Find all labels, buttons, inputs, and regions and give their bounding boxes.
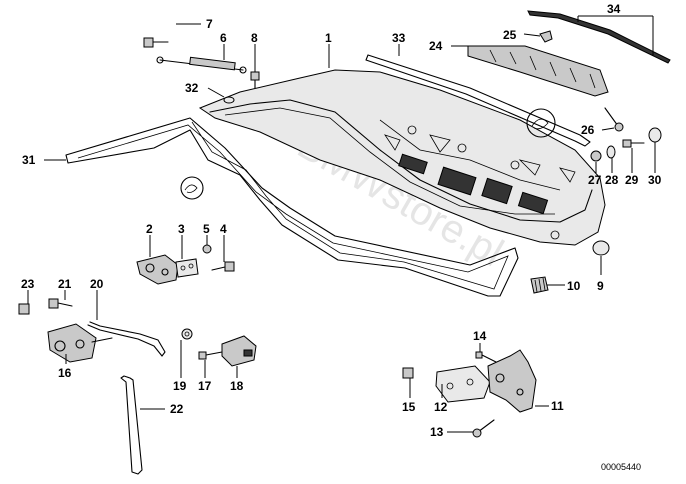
diagram-id: 00005440 bbox=[601, 462, 641, 472]
buffer-9-drawing bbox=[592, 240, 610, 256]
spoiler-strip-drawing bbox=[527, 10, 671, 64]
part-label-6: 6 bbox=[220, 31, 227, 45]
part-label-15: 15 bbox=[402, 400, 416, 414]
part-labels: 1 2 3 4 5 6 7 8 9 10 11 12 13 14 15 16 1… bbox=[21, 2, 662, 439]
screw-14-drawing bbox=[475, 351, 497, 363]
clip-25-drawing bbox=[539, 30, 553, 43]
part-label-9: 9 bbox=[597, 279, 604, 293]
part-label-22: 22 bbox=[170, 402, 184, 416]
part-label-13: 13 bbox=[430, 425, 444, 439]
part-label-34: 34 bbox=[607, 2, 621, 16]
part-label-10: 10 bbox=[567, 279, 581, 293]
lock-16-drawing bbox=[47, 323, 113, 363]
bump-stop-10-drawing bbox=[530, 276, 549, 294]
part-label-20: 20 bbox=[90, 277, 104, 291]
brake-light-drawing bbox=[467, 45, 609, 97]
plate-3-drawing bbox=[175, 258, 199, 278]
trunk-seal-drawing bbox=[65, 117, 519, 297]
trunk-lid-drawing bbox=[198, 69, 606, 246]
part-label-7: 7 bbox=[206, 17, 213, 31]
plate-12-drawing bbox=[435, 365, 491, 403]
part-label-27: 27 bbox=[588, 173, 602, 187]
cable-22-drawing bbox=[120, 375, 143, 475]
part-label-17: 17 bbox=[198, 379, 212, 393]
part-label-18: 18 bbox=[230, 379, 244, 393]
part-label-33: 33 bbox=[392, 31, 406, 45]
lock-2-drawing bbox=[136, 254, 179, 285]
screw-4-drawing bbox=[211, 261, 235, 272]
part-label-31: 31 bbox=[22, 153, 36, 167]
part-label-14: 14 bbox=[473, 329, 487, 343]
leader-lines bbox=[27, 15, 656, 433]
nut-5-drawing bbox=[202, 244, 212, 254]
gas-spring-drawing bbox=[156, 56, 247, 74]
screw-26-drawing bbox=[604, 107, 624, 132]
screw-29-drawing bbox=[622, 139, 645, 148]
part-label-2: 2 bbox=[146, 222, 153, 236]
part-label-26: 26 bbox=[581, 123, 595, 137]
strip-33-drawing bbox=[365, 54, 591, 147]
part-label-29: 29 bbox=[625, 173, 639, 187]
rod-20-drawing bbox=[87, 321, 166, 357]
bolt-21-drawing bbox=[48, 298, 73, 309]
clip-19-drawing bbox=[181, 328, 193, 340]
screw-15-drawing bbox=[402, 367, 414, 379]
part-label-12: 12 bbox=[434, 400, 448, 414]
part-label-1: 1 bbox=[325, 31, 332, 45]
part-label-16: 16 bbox=[58, 366, 72, 380]
screw-23-drawing bbox=[18, 303, 30, 315]
part-label-8: 8 bbox=[251, 31, 258, 45]
screw-13-drawing bbox=[472, 419, 495, 438]
part-label-30: 30 bbox=[648, 173, 662, 187]
part-label-28: 28 bbox=[605, 173, 619, 187]
washer-28-drawing bbox=[606, 145, 616, 159]
screw-17-drawing bbox=[198, 351, 223, 360]
part-label-4: 4 bbox=[220, 222, 227, 236]
grommet-30-drawing bbox=[648, 127, 662, 143]
part-label-3: 3 bbox=[178, 222, 185, 236]
motor-18-drawing bbox=[221, 335, 257, 367]
part-label-25: 25 bbox=[503, 28, 517, 42]
part-label-24: 24 bbox=[429, 39, 443, 53]
part-label-11: 11 bbox=[551, 399, 564, 413]
bolt-7-drawing bbox=[143, 37, 169, 48]
bolt-8-drawing bbox=[250, 71, 260, 89]
cap-32-drawing bbox=[223, 96, 235, 104]
part-label-32: 32 bbox=[185, 81, 199, 95]
nut-27-drawing bbox=[590, 150, 602, 162]
part-label-21: 21 bbox=[58, 277, 72, 291]
part-label-5: 5 bbox=[203, 222, 210, 236]
part-label-23: 23 bbox=[21, 277, 35, 291]
part-label-19: 19 bbox=[173, 379, 187, 393]
striker-11-drawing bbox=[487, 349, 537, 413]
